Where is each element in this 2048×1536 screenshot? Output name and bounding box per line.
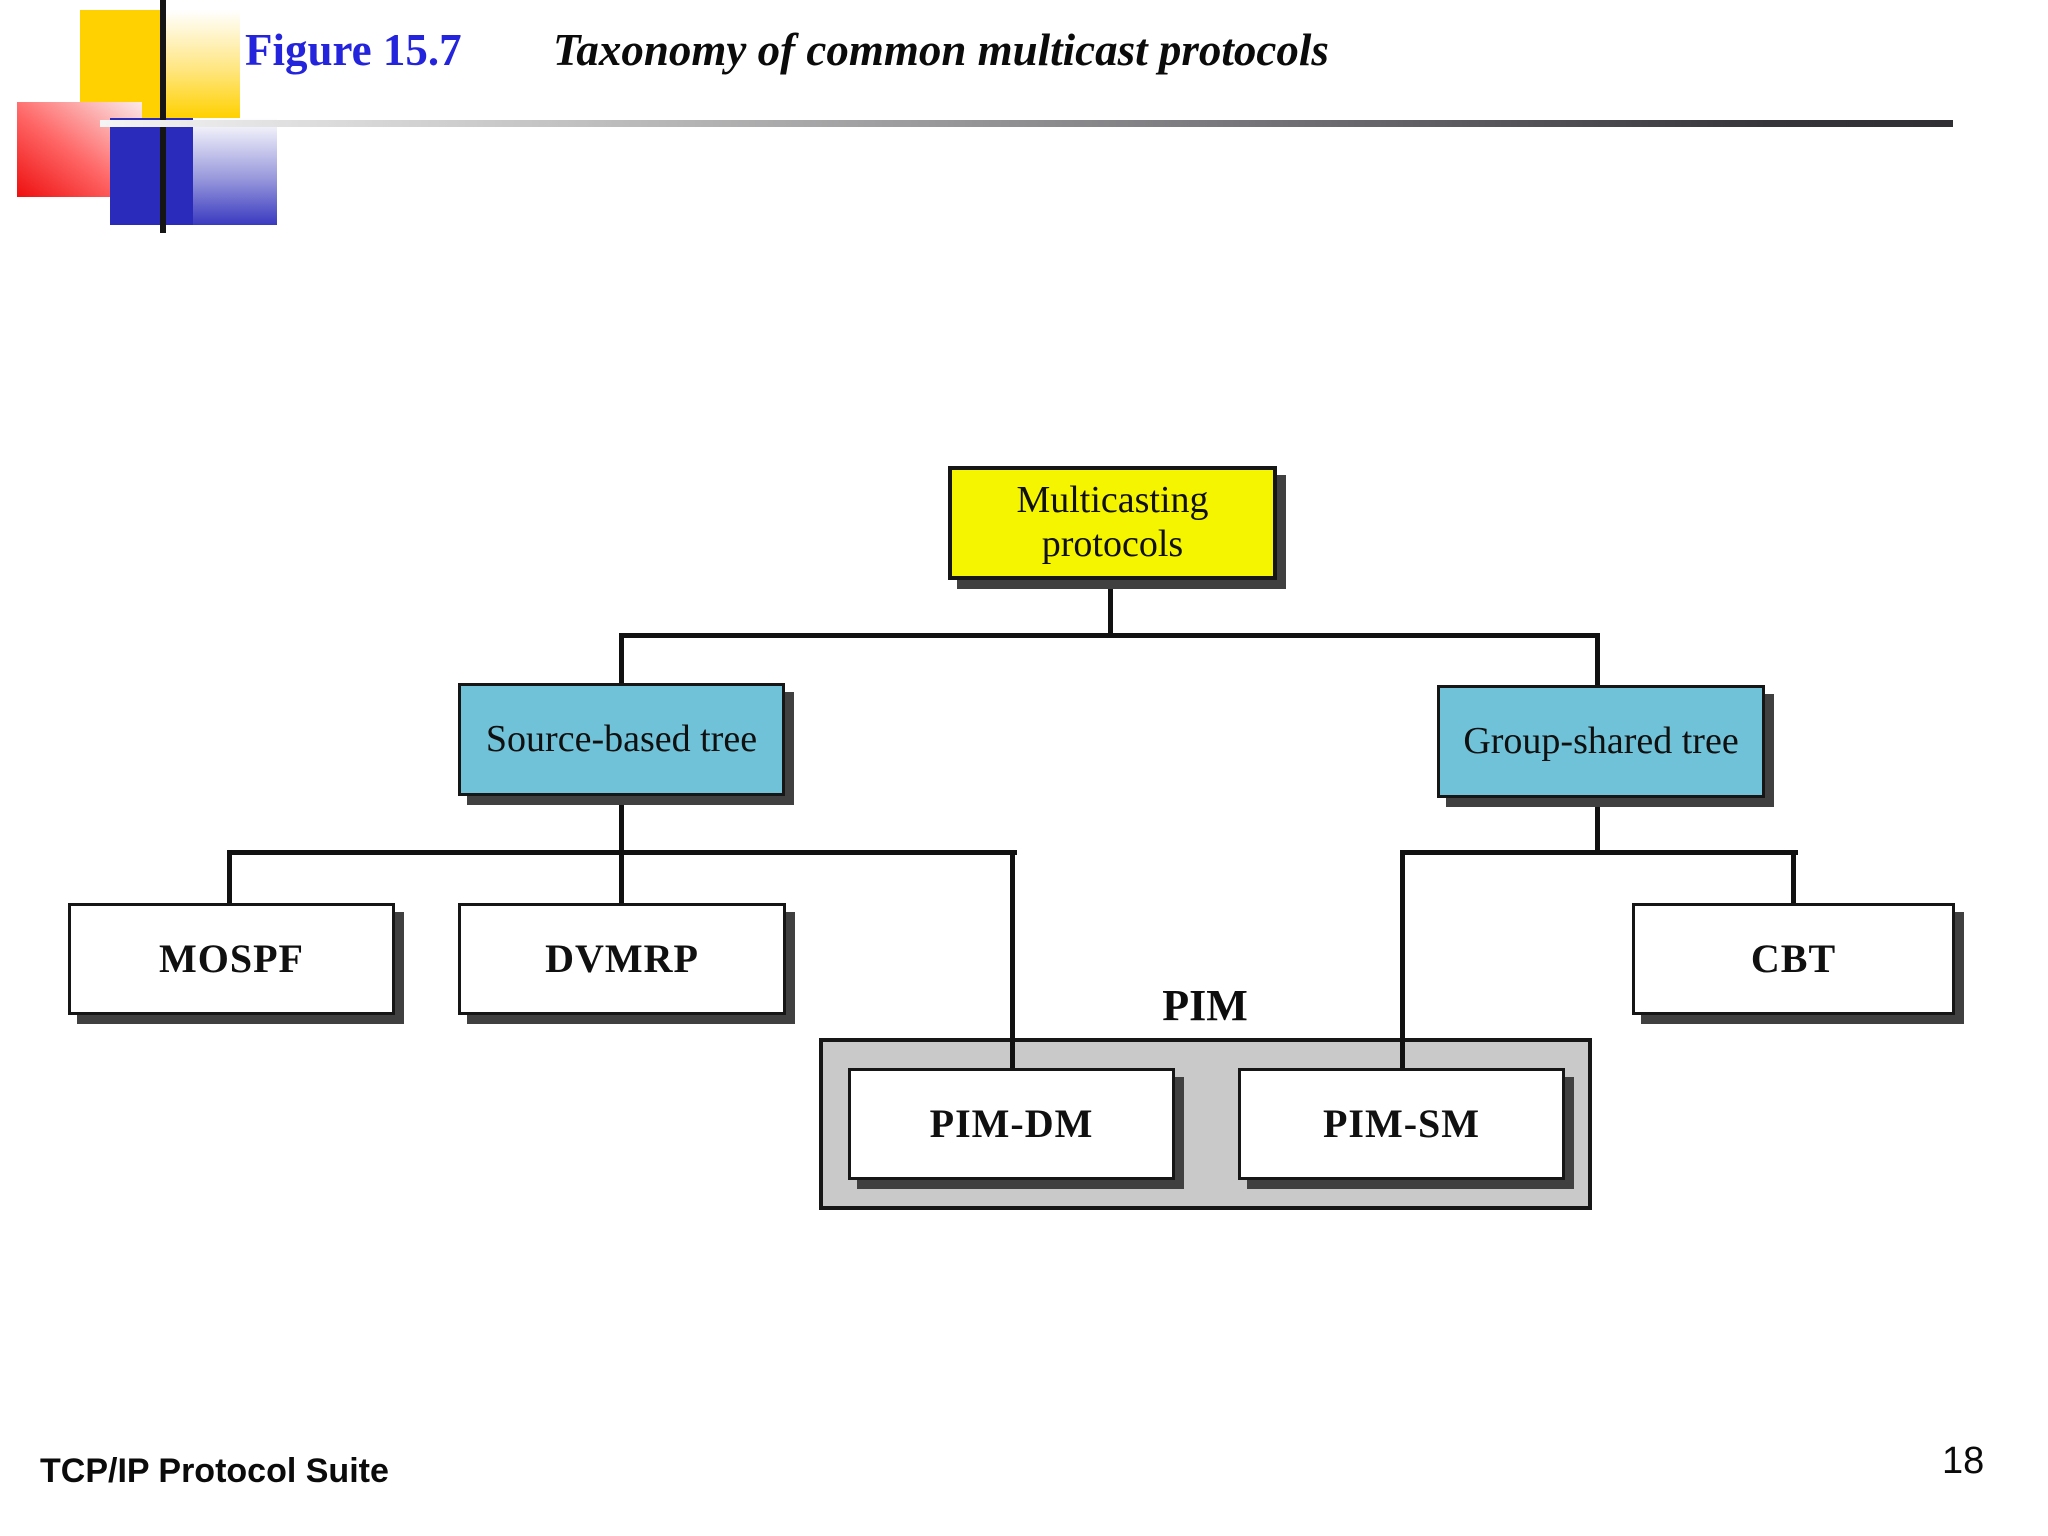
header-separator-rule bbox=[100, 120, 1953, 127]
footer-book-title: TCP/IP Protocol Suite bbox=[40, 1452, 389, 1490]
node-pim-sm: PIM-SM bbox=[1238, 1068, 1565, 1180]
figure-label: Figure 15.7 bbox=[245, 25, 462, 75]
node-group-shared-tree: Group-shared tree bbox=[1437, 685, 1765, 798]
connector-source-based-down bbox=[619, 793, 624, 906]
connector-source-based-top bbox=[619, 633, 624, 685]
pim-group-label: PIM bbox=[1162, 981, 1248, 1030]
connector-group-shared-top bbox=[1595, 633, 1600, 688]
connector-pim-dm-drop bbox=[1010, 850, 1015, 1071]
node-source-based-tree: Source-based tree bbox=[458, 683, 785, 796]
node-mospf: MOSPF bbox=[68, 903, 395, 1015]
node-cbt: CBT bbox=[1632, 903, 1955, 1015]
deco-yellow-square bbox=[80, 10, 162, 118]
deco-yellow-square-gradient bbox=[162, 10, 240, 118]
node-pim-dm: PIM-DM bbox=[848, 1068, 1175, 1180]
figure-title: Taxonomy of common multicast protocols bbox=[553, 25, 1329, 75]
page-number: 18 bbox=[1942, 1440, 1985, 1482]
connector-level2-right-horizontal bbox=[1400, 850, 1798, 855]
node-dvmrp: DVMRP bbox=[458, 903, 786, 1015]
deco-blue-square bbox=[110, 118, 193, 225]
connector-root-down bbox=[1108, 578, 1113, 638]
connector-cbt-drop bbox=[1791, 850, 1796, 906]
deco-vertical-rule bbox=[160, 0, 166, 233]
connector-mospf-drop bbox=[227, 850, 232, 906]
connector-level1-horizontal bbox=[619, 633, 1600, 638]
deco-blue-square-gradient bbox=[193, 118, 277, 225]
connector-group-shared-down bbox=[1595, 796, 1600, 854]
connector-level2-left-horizontal bbox=[227, 850, 1017, 855]
connector-pim-sm-drop bbox=[1400, 850, 1405, 1071]
node-multicasting-protocols: Multicasting protocols bbox=[948, 466, 1277, 580]
